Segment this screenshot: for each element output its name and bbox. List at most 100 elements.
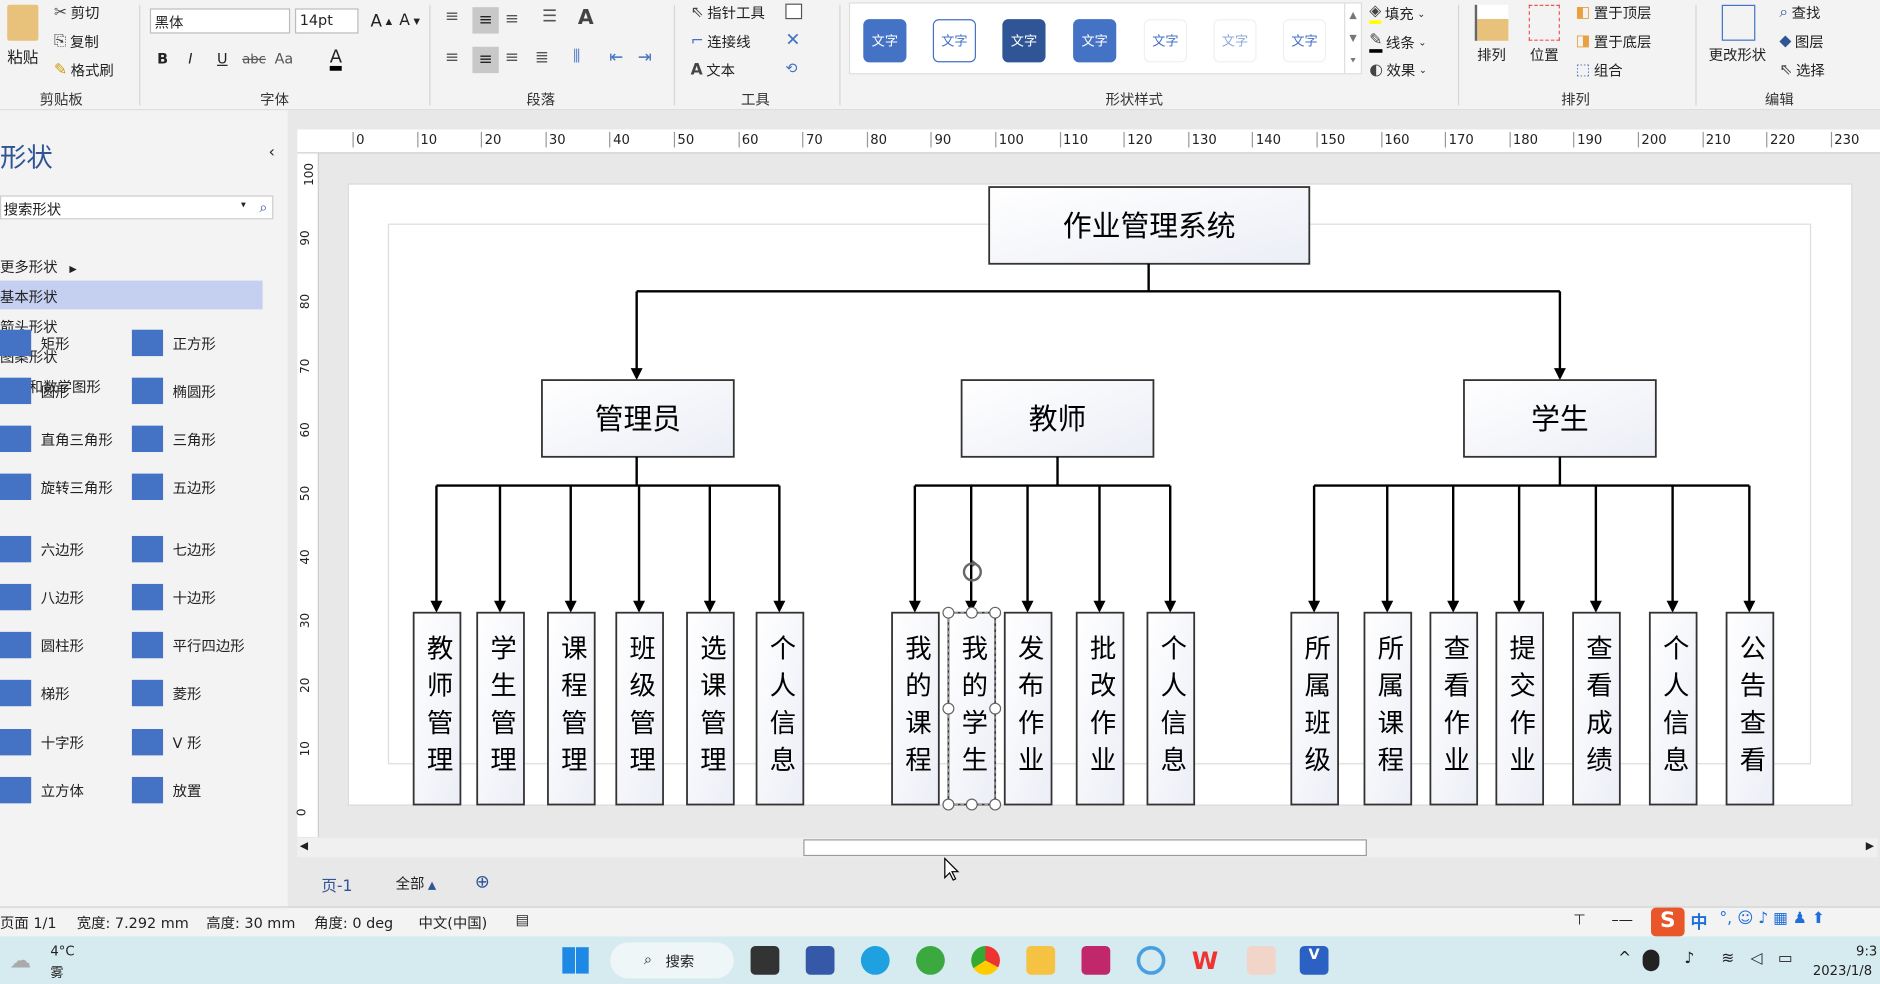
shape-search-input[interactable]: 搜索形状▾⌕ xyxy=(0,195,274,220)
weather-icon[interactable]: ☁ xyxy=(9,948,32,974)
search-icon[interactable]: ⌕ xyxy=(259,199,268,216)
style-swatch[interactable]: 文字 xyxy=(1002,19,1046,63)
category-node[interactable]: 教师 xyxy=(960,379,1155,458)
pointer-tool-button[interactable]: ⇖指针工具 xyxy=(691,2,765,22)
shape-item[interactable]: 菱形 xyxy=(131,679,201,707)
jetbrains-icon[interactable] xyxy=(1081,946,1111,975)
style-swatch[interactable]: 文字 xyxy=(1073,19,1117,63)
leaf-node[interactable] xyxy=(1495,611,1545,806)
rectangle-tool-button[interactable] xyxy=(785,3,803,20)
shape-item[interactable]: 正方形 xyxy=(131,329,216,357)
shape-item[interactable]: 矩形 xyxy=(0,329,70,357)
taskbar-search[interactable]: ⌕搜索 xyxy=(610,942,734,979)
paste-icon[interactable] xyxy=(7,4,39,41)
leaf-node[interactable] xyxy=(476,611,525,806)
scrollbar-thumb[interactable] xyxy=(803,839,1367,857)
battery-icon[interactable]: ▭ xyxy=(1777,949,1793,968)
clock-date[interactable]: 2023/1/8 xyxy=(1812,962,1873,979)
leaf-node[interactable] xyxy=(547,611,596,806)
style-swatch[interactable]: 文字 xyxy=(932,19,976,63)
rotate-text-icon[interactable]: ⟲ xyxy=(785,59,798,77)
bold-button[interactable]: B xyxy=(157,50,169,68)
decrease-indent-button[interactable]: ⇤ xyxy=(609,47,624,68)
font-color-button[interactable]: A xyxy=(329,47,343,71)
horizontal-scrollbar[interactable]: ◀ ▶ xyxy=(297,838,1878,858)
weather-condition[interactable]: 雾 xyxy=(50,965,64,981)
underline-button[interactable]: U xyxy=(217,50,228,68)
leaf-node[interactable] xyxy=(1572,611,1621,806)
add-page-button[interactable]: ⊕ xyxy=(474,870,490,893)
file-explorer-icon[interactable] xyxy=(1026,946,1056,975)
shape-item[interactable]: 椭圆形 xyxy=(131,377,216,405)
resize-handle[interactable] xyxy=(989,606,1002,619)
category-node[interactable]: 管理员 xyxy=(541,379,735,458)
leaf-node[interactable] xyxy=(1725,611,1775,806)
align-bottom-button[interactable]: ≡ xyxy=(504,9,519,29)
shape-item[interactable]: 立方体 xyxy=(0,776,84,804)
group-button[interactable]: ⬚组合 xyxy=(1575,60,1622,80)
fill-button[interactable]: ◈填充⌄ xyxy=(1369,2,1426,24)
leaf-node[interactable] xyxy=(755,611,805,806)
shape-item[interactable]: 七边形 xyxy=(131,535,216,563)
qq-icon[interactable] xyxy=(1642,949,1660,972)
align-center-button[interactable]: ≡ xyxy=(472,46,499,74)
weather-temp[interactable]: 4°C xyxy=(50,943,75,960)
shape-item[interactable]: 直角三角形 xyxy=(0,425,113,453)
edge-icon[interactable] xyxy=(860,946,890,975)
select-button[interactable]: ⇖选择 xyxy=(1779,60,1824,80)
copy-button[interactable]: ⎘复制 xyxy=(54,31,99,51)
leaf-node[interactable] xyxy=(412,611,462,806)
shape-item[interactable]: 三角形 xyxy=(131,425,216,453)
resize-handle[interactable] xyxy=(965,606,978,619)
connector-button[interactable]: ⌐连接线 xyxy=(691,31,751,51)
align-middle-button[interactable]: ≡ xyxy=(472,7,499,34)
task-view-icon[interactable] xyxy=(750,946,780,975)
format-painter-button[interactable]: ✎格式刷 xyxy=(54,60,114,80)
shrink-font-button[interactable]: A▼ xyxy=(399,11,421,30)
microphone-icon[interactable]: ♪ xyxy=(1684,949,1695,968)
italic-button[interactable]: I xyxy=(188,50,193,68)
paste-button[interactable]: 粘贴 xyxy=(7,49,39,68)
align-right-button[interactable]: ≡ xyxy=(504,47,519,68)
resize-handle[interactable] xyxy=(942,702,955,715)
zoom-slider[interactable]: –— xyxy=(1611,911,1634,929)
align-top-button[interactable]: ≡ xyxy=(444,7,459,27)
increase-indent-button[interactable]: ⇥ xyxy=(637,47,652,68)
font-family-select[interactable]: 黑体 xyxy=(149,8,291,34)
sogou-ime-icon[interactable]: S xyxy=(1651,907,1685,937)
style-swatch[interactable]: 文字 xyxy=(1143,19,1188,63)
effects-button[interactable]: ◐效果⌄ xyxy=(1369,61,1427,80)
arrange-button[interactable]: 排列 xyxy=(1477,46,1506,64)
collapse-panel-button[interactable]: ‹ xyxy=(268,143,275,162)
ime-mode[interactable]: 中 xyxy=(1690,913,1708,933)
shape-item[interactable]: 八边形 xyxy=(0,583,84,611)
leaf-node[interactable] xyxy=(1290,611,1339,806)
cut-button[interactable]: ✂剪切 xyxy=(54,2,99,22)
app-icon[interactable] xyxy=(805,946,835,975)
strikethrough-button[interactable]: abc xyxy=(242,51,266,68)
root-node[interactable]: 作业管理系统 xyxy=(988,186,1311,265)
leaf-node[interactable] xyxy=(1146,611,1196,806)
close-icon[interactable]: ✕ xyxy=(785,28,801,51)
gallery-scroll[interactable]: ▲▼⯆ xyxy=(1344,3,1361,74)
visio-icon[interactable]: V xyxy=(1299,946,1329,975)
category-basic[interactable]: 基本形状 xyxy=(0,288,58,306)
windows-start-icon[interactable] xyxy=(562,947,589,974)
all-pages-button[interactable]: 全部 ▲ xyxy=(395,875,437,893)
category-node[interactable]: 学生 xyxy=(1463,379,1657,458)
distribute-button[interactable]: ⫼ xyxy=(573,47,581,66)
app-icon[interactable] xyxy=(1136,946,1166,975)
shape-item[interactable]: 十字形 xyxy=(0,728,84,756)
more-shapes-item[interactable]: 更多形状 ▶ xyxy=(0,258,77,276)
justify-button[interactable]: ≣ xyxy=(534,47,549,68)
align-left-button[interactable]: ≡ xyxy=(444,47,459,68)
shape-item[interactable]: 圆柱形 xyxy=(0,631,84,659)
resize-handle[interactable] xyxy=(942,798,955,811)
resize-handle[interactable] xyxy=(942,606,955,619)
wps-icon[interactable]: W xyxy=(1191,946,1219,975)
shape-item[interactable]: 旋转三角形 xyxy=(0,473,113,500)
leaf-node[interactable] xyxy=(615,611,664,806)
shape-item[interactable]: 十边形 xyxy=(131,583,216,611)
status-page[interactable]: 页面 1/1 xyxy=(0,914,57,932)
leaf-node[interactable] xyxy=(686,611,735,806)
